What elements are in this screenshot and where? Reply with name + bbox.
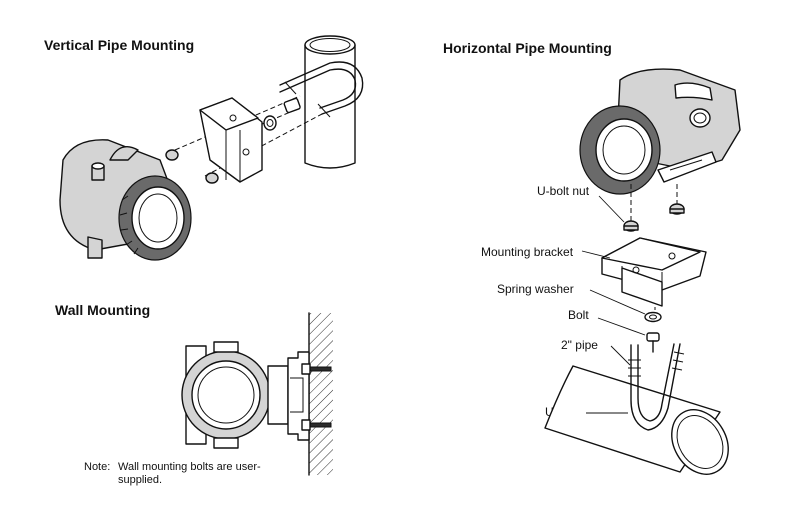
horizontal-u-bolt [628,343,685,431]
callout-mounting-bracket: Mounting bracket [481,245,574,259]
wall-bolts [301,363,332,431]
vertical-pipe [304,35,356,169]
note-text: Wall mounting bolts are user-supplied. [118,461,261,486]
horizontal-hardware [623,203,685,353]
wall-mounting-title: Wall Mounting [55,302,151,318]
vertical-hardware [165,97,301,184]
callout-bolt: Bolt [568,308,589,322]
wall-hatching [308,312,333,476]
callout-pipe: 2" pipe [561,338,598,352]
note-label: Note: [84,461,111,473]
callout-spring-washer: Spring washer [497,282,574,296]
vertical-u-bolt [279,61,364,118]
horizontal-mounting-bracket [601,237,707,307]
horizontal-mounting-title: Horizontal Pipe Mounting [443,40,612,56]
horizontal-transmitter [579,68,741,195]
callout-ubolt-nut: U-bolt nut [537,184,590,198]
wall-transmitter [181,341,289,449]
vertical-mounting-bracket [199,97,263,183]
vertical-mounting-title: Vertical Pipe Mounting [44,37,195,53]
horizontal-pipe [544,365,729,475]
callout-leader-lines [581,195,646,414]
vertical-transmitter [59,139,192,261]
wall-mounting-note: Note: Wall mounting bolts are user-suppli… [84,461,288,487]
